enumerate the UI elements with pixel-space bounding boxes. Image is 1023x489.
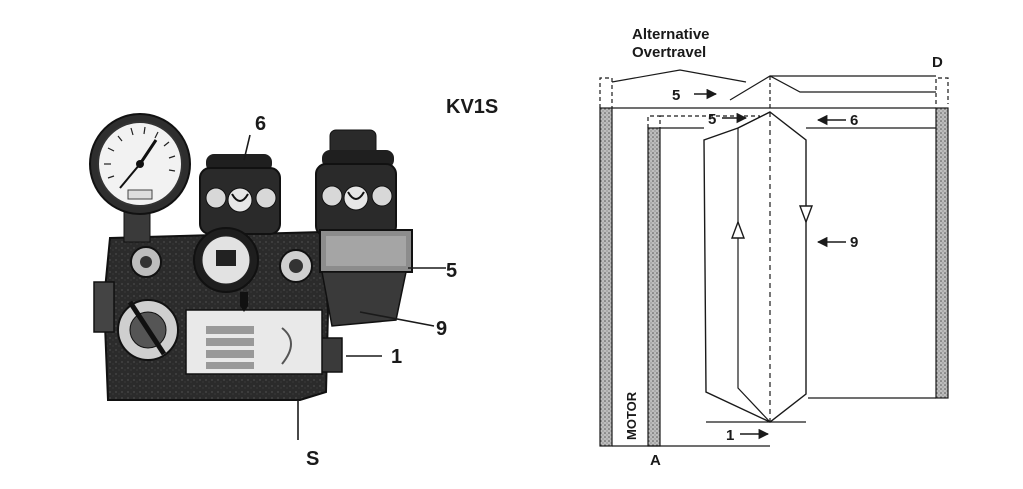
column-a	[647, 127, 661, 447]
label-5-inner: 5	[708, 111, 716, 128]
arrow-down	[798, 205, 814, 224]
pressure-gauge	[89, 113, 191, 243]
label-d: D	[932, 54, 943, 71]
valve-dial	[193, 227, 259, 293]
callout-6-photo: 6	[255, 113, 266, 135]
column-d	[935, 107, 949, 399]
label-9: 9	[850, 234, 858, 251]
model-title: KV1S	[446, 96, 498, 118]
nameplate	[185, 292, 323, 375]
label-motor: MOTOR	[624, 391, 639, 440]
callout-5-photo: 5	[446, 260, 457, 282]
solenoid-coil-right	[315, 129, 397, 237]
travel-path	[703, 111, 807, 423]
callout-s-photo: S	[306, 448, 319, 470]
label-1: 1	[726, 427, 734, 444]
label-5-top: 5	[672, 87, 680, 104]
label-a: A	[650, 452, 661, 469]
callout-1-photo: 1	[391, 346, 402, 368]
alt-overtravel-line2: Overtravel	[632, 44, 706, 61]
side-manifold	[319, 229, 413, 327]
callout-9-photo: 9	[436, 318, 447, 340]
motor-column-outer	[599, 107, 613, 447]
photo-leaders	[243, 134, 446, 440]
solenoid-coil-left	[199, 154, 281, 235]
schematic	[599, 69, 949, 447]
left-fitting	[93, 281, 115, 333]
valve-unit-photo	[89, 113, 446, 440]
label-6: 6	[850, 112, 858, 129]
alt-overtravel-line1: Alternative	[632, 26, 710, 43]
arrow-up	[730, 220, 746, 239]
selector-valve	[117, 299, 179, 361]
